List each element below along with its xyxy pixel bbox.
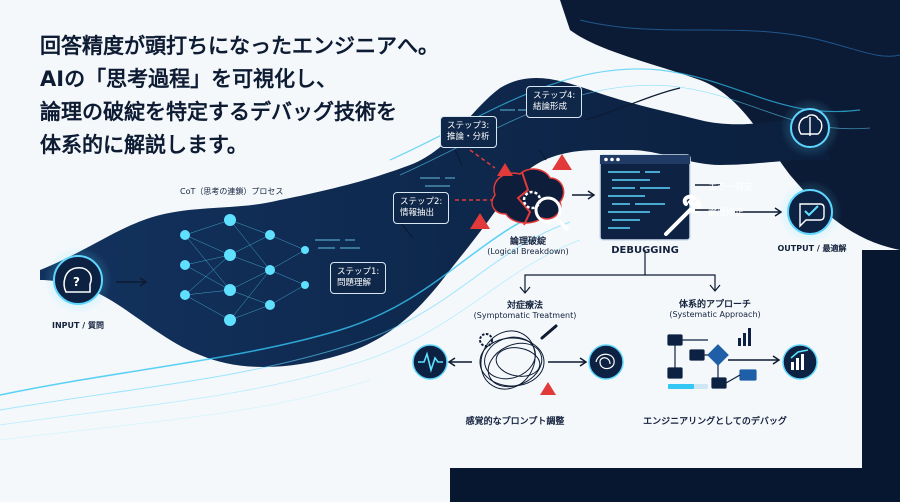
- systematic-subtitle: (Systematic Approach): [669, 310, 761, 319]
- step-title: ステップ3:: [447, 121, 490, 131]
- step-desc: 結論形成: [533, 102, 568, 112]
- headline-line: 論理の破綻を特定するデバッグ技術を: [40, 100, 397, 124]
- step-desc: 問題理解: [337, 278, 372, 288]
- neural-nodes: [180, 214, 309, 326]
- magnifier-icon: [534, 196, 562, 224]
- step-bubble: ステップ4: 結論形成: [526, 86, 583, 118]
- brain-icon: [798, 114, 823, 136]
- growth-chart-circle: [782, 344, 818, 380]
- warning-icon: [540, 382, 556, 395]
- check-bubble-icon: [799, 203, 825, 228]
- warning-icon: [497, 163, 513, 176]
- headline: 回答精度が頭打ちになったエンジニアへ。 AIの「思考過程」を可視化し、 論理の破…: [40, 30, 480, 162]
- warning-icon: [552, 154, 572, 170]
- debugging-label: DEBUGGING: [611, 245, 679, 256]
- flowchart-icon: [667, 334, 757, 389]
- question-mark-glyph: ?: [73, 275, 80, 289]
- symptomatic-caption: 感覚的なプロンプト調整: [465, 417, 565, 427]
- output-check-circle: [787, 189, 833, 235]
- step-desc: 情報抽出: [400, 208, 435, 218]
- warning-icon: [470, 213, 490, 229]
- process-label: CoT（思考の連鎖）プロセス: [180, 187, 284, 196]
- breakdown-title: 論理破綻: [509, 237, 547, 247]
- growth-chart-icon: [790, 349, 809, 370]
- head-question-icon: [63, 267, 92, 293]
- step-bubble: ステップ2: 情報抽出: [393, 192, 450, 224]
- step-title: ステップ4:: [533, 91, 576, 101]
- step-desc: 推論・分析: [447, 132, 490, 142]
- wave-line: [0, 379, 371, 441]
- scribble-icon-circle: [588, 344, 624, 380]
- headline-line: 回答精度が頭打ちになったエンジニアへ。: [40, 34, 439, 58]
- wave-line: [0, 204, 561, 396]
- debugging-window: [599, 154, 691, 241]
- error-identify-label: エラー特定: [708, 183, 754, 193]
- pulse-icon: [418, 351, 443, 373]
- wave-line: [0, 239, 581, 426]
- symptomatic-title: 対症療法: [506, 301, 544, 311]
- headline-line: AIの「思考過程」を可視化し、: [40, 67, 338, 91]
- branch-connector: [519, 87, 721, 294]
- pulse-icon-circle: [412, 344, 448, 380]
- systematic-caption: エンジニアリングとしてのデバッグ: [643, 417, 787, 427]
- output-label: OUTPUT / 最適解: [777, 244, 847, 253]
- headline-line: 体系的に解説します。: [40, 133, 248, 157]
- logic-fix-label: 論理修正: [708, 208, 745, 218]
- progress-bar-icon: [668, 384, 708, 389]
- scribble-icon: [595, 353, 615, 370]
- step-title: ステップ2:: [400, 197, 443, 207]
- bar-chart-icon: [738, 328, 751, 346]
- breakdown-subtitle: (Logical Breakdown): [487, 247, 569, 256]
- flow-arrow: [116, 184, 783, 367]
- magnifier-handle: [555, 217, 570, 232]
- error-dash-line: [469, 149, 496, 169]
- tangled-scribble: [479, 330, 545, 390]
- step-bubble: ステップ3: 推論・分析: [440, 116, 497, 148]
- bottom-right-dark-panel: [450, 468, 900, 502]
- check-mark-icon: [804, 205, 819, 217]
- gear-icon: [479, 333, 493, 347]
- wrench-icon: [540, 324, 558, 340]
- wave-line: [579, 19, 900, 57]
- step-bubble: ステップ1: 問題理解: [330, 262, 387, 294]
- wrench-icon: [664, 194, 702, 236]
- right-side-dark-panel: [862, 250, 900, 502]
- broken-brain-icon: [491, 168, 565, 226]
- input-label: INPUT / 質問: [52, 321, 104, 330]
- gear-icon: [522, 190, 542, 210]
- step-title: ステップ1:: [337, 267, 380, 277]
- neural-network: [184, 219, 306, 321]
- symptomatic-subtitle: (Symptomatic Treatment): [473, 311, 577, 320]
- wave-line: [0, 221, 571, 411]
- systematic-title: 体系的アプローチ: [678, 300, 752, 310]
